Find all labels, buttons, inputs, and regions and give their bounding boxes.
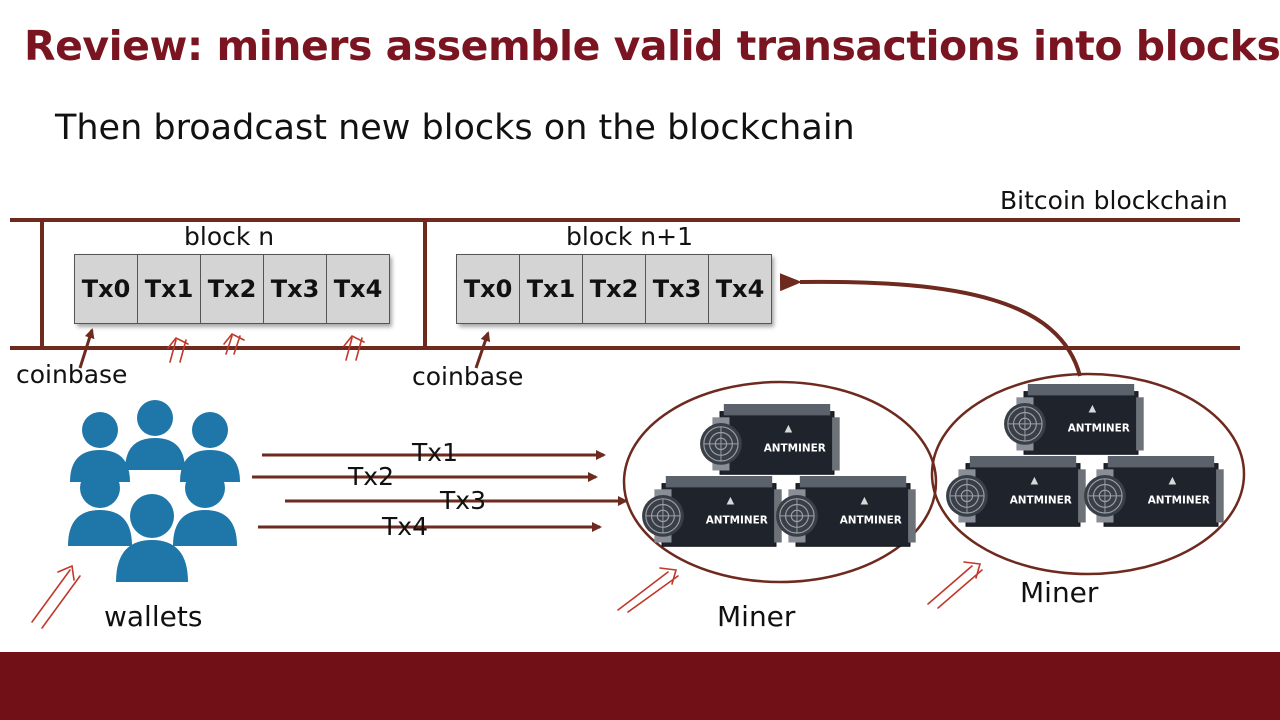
svg-text:ANTMINER: ANTMINER [706, 515, 768, 527]
broadcast-arrow [779, 273, 1082, 377]
miner-device-icon: ANTMINER [775, 475, 917, 547]
blockchain-label: Bitcoin blockchain [1000, 186, 1228, 215]
block-n: Tx0 Tx1 Tx2 Tx3 Tx4 [74, 254, 390, 324]
wallets-label: wallets [104, 600, 203, 633]
coinbase-label-1: coinbase [16, 360, 128, 389]
handwritten-annotations [31, 260, 983, 629]
miner-device-icon: ANTMINER [945, 455, 1087, 527]
tx1-label: Tx1 [412, 438, 458, 467]
miner-label-1: Miner [717, 600, 796, 633]
svg-text:ANTMINER: ANTMINER [764, 443, 826, 455]
svg-text:ANTMINER: ANTMINER [1068, 423, 1130, 435]
footer-bar [0, 652, 1280, 720]
coinbase-arrow-1 [78, 328, 95, 369]
svg-text:ANTMINER: ANTMINER [1148, 495, 1210, 507]
block-n-label: block n [184, 222, 275, 251]
diagram-canvas: ANTMINER ANTMINER ANTMINER ANTMINER ANTM… [10, 218, 1246, 629]
svg-text:ANTMINER: ANTMINER [840, 515, 902, 527]
block-n-tx1: Tx1 [137, 254, 201, 324]
slide-subtitle: Then broadcast new blocks on the blockch… [55, 108, 855, 148]
miner-group-2-outline [930, 372, 1246, 576]
miner-device-icon: ANTMINER [699, 403, 841, 475]
tx3-label: Tx3 [440, 486, 486, 515]
block-n1-tx0: Tx0 [456, 254, 520, 324]
block-n1: Tx0 Tx1 Tx2 Tx3 Tx4 [456, 254, 772, 324]
miner-device-icon: ANTMINER [641, 475, 783, 547]
tx4-label: Tx4 [382, 512, 428, 541]
block-n-tx3: Tx3 [263, 254, 327, 324]
block-n-tx2: Tx2 [200, 254, 264, 324]
block-n1-tx1: Tx1 [519, 254, 583, 324]
wallets-people-icon [68, 400, 240, 582]
svg-text:ANTMINER: ANTMINER [1010, 495, 1072, 507]
block-n1-tx4: Tx4 [708, 254, 772, 324]
tx2-label: Tx2 [348, 462, 394, 491]
block-n-tx4: Tx4 [326, 254, 390, 324]
miner-group-1-outline [622, 380, 938, 584]
block-n1-label: block n+1 [566, 222, 693, 251]
slide-title: Review: miners assemble valid transactio… [24, 22, 1280, 70]
coinbase-label-2: coinbase [412, 362, 524, 391]
miner-device-icon: ANTMINER [1083, 455, 1225, 527]
block-n1-tx3: Tx3 [645, 254, 709, 324]
coinbase-arrow-2 [474, 331, 491, 369]
miner-device-icon: ANTMINER [1003, 383, 1145, 455]
block-n1-tx2: Tx2 [582, 254, 646, 324]
block-n-tx0: Tx0 [74, 254, 138, 324]
miner-label-2: Miner [1020, 576, 1099, 609]
